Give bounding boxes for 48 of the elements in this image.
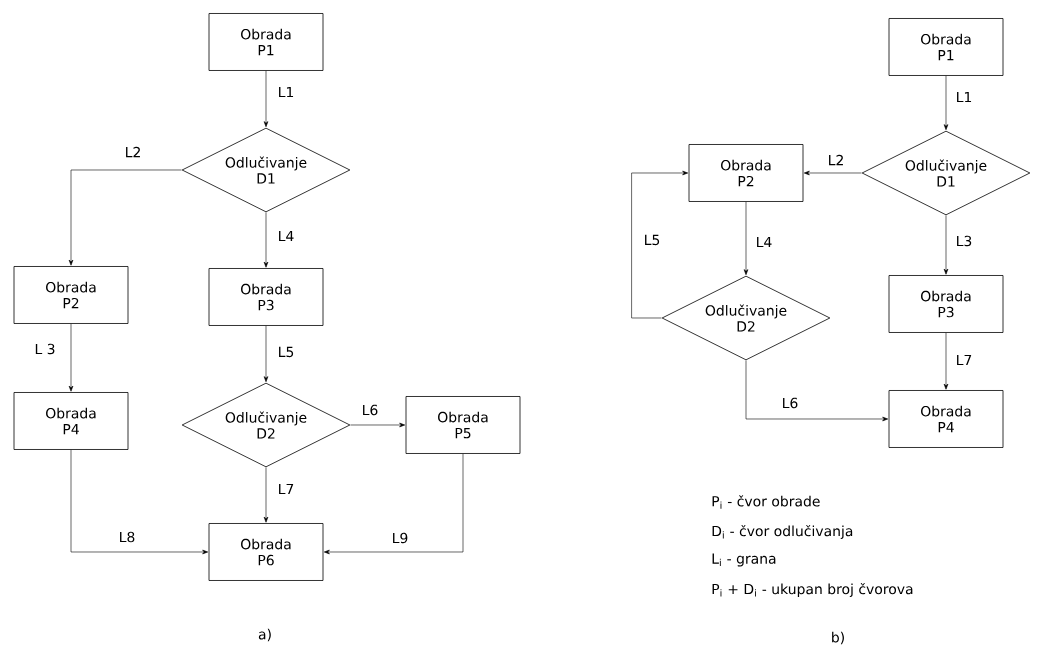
legend-text: D$_{i}$ - čvor odlučivanja xyxy=(712,524,853,540)
process-box: Obrada P3 xyxy=(208,268,324,326)
arrow xyxy=(263,70,269,128)
arrow xyxy=(803,170,862,176)
process-box: Obrada P6 xyxy=(208,523,324,581)
arrow xyxy=(743,201,749,276)
panel-label: a) xyxy=(258,628,271,642)
edge-label: L1 xyxy=(276,85,296,99)
arrow xyxy=(323,453,464,555)
edge-label: L9 xyxy=(390,531,410,545)
edge-label: L4 xyxy=(276,229,296,243)
arrow xyxy=(943,75,949,131)
arrow xyxy=(263,467,269,523)
arrow xyxy=(68,169,182,266)
arrow xyxy=(68,323,74,392)
edge-label: L5 xyxy=(276,345,296,359)
arrow xyxy=(70,449,209,555)
arrow xyxy=(263,325,269,383)
edge-label: L 3 xyxy=(33,342,57,356)
process-box: Obrada P1 xyxy=(208,13,324,71)
process-box: Obrada P2 xyxy=(688,144,804,202)
edge-label: L1 xyxy=(954,90,974,104)
edge-label: L5 xyxy=(642,233,662,247)
legend-text: P$_{i}$ - čvor obrade xyxy=(712,495,820,509)
legend-text: P$_{i}$ + D$_{i}$ - ukupan broj čvorova xyxy=(712,582,913,598)
arrow xyxy=(263,212,269,268)
panel-label: b) xyxy=(832,631,844,645)
edge-label: L7 xyxy=(276,482,296,496)
arrow xyxy=(631,170,689,319)
edge-label: L6 xyxy=(360,403,380,417)
edge-label: L4 xyxy=(754,235,774,249)
edge-label: L3 xyxy=(954,234,974,248)
edge-label: L2 xyxy=(826,153,846,167)
arrow xyxy=(745,360,889,422)
edge-label: L8 xyxy=(117,530,137,544)
process-box: Obrada P3 xyxy=(888,275,1004,333)
edge-label: L6 xyxy=(780,396,800,410)
process-box: Obrada P2 xyxy=(13,266,129,324)
arrow xyxy=(943,215,949,275)
process-box: Obrada P5 xyxy=(405,396,521,454)
legend-text: L$_{i}$ - grana xyxy=(712,553,776,567)
process-box: Obrada P4 xyxy=(888,390,1004,448)
process-box: Obrada P1 xyxy=(888,18,1004,76)
arrow xyxy=(350,422,406,428)
edge-label: L7 xyxy=(954,353,974,367)
arrow xyxy=(943,332,949,390)
edge-label: L2 xyxy=(123,145,143,159)
process-box: Obrada P4 xyxy=(13,392,129,450)
